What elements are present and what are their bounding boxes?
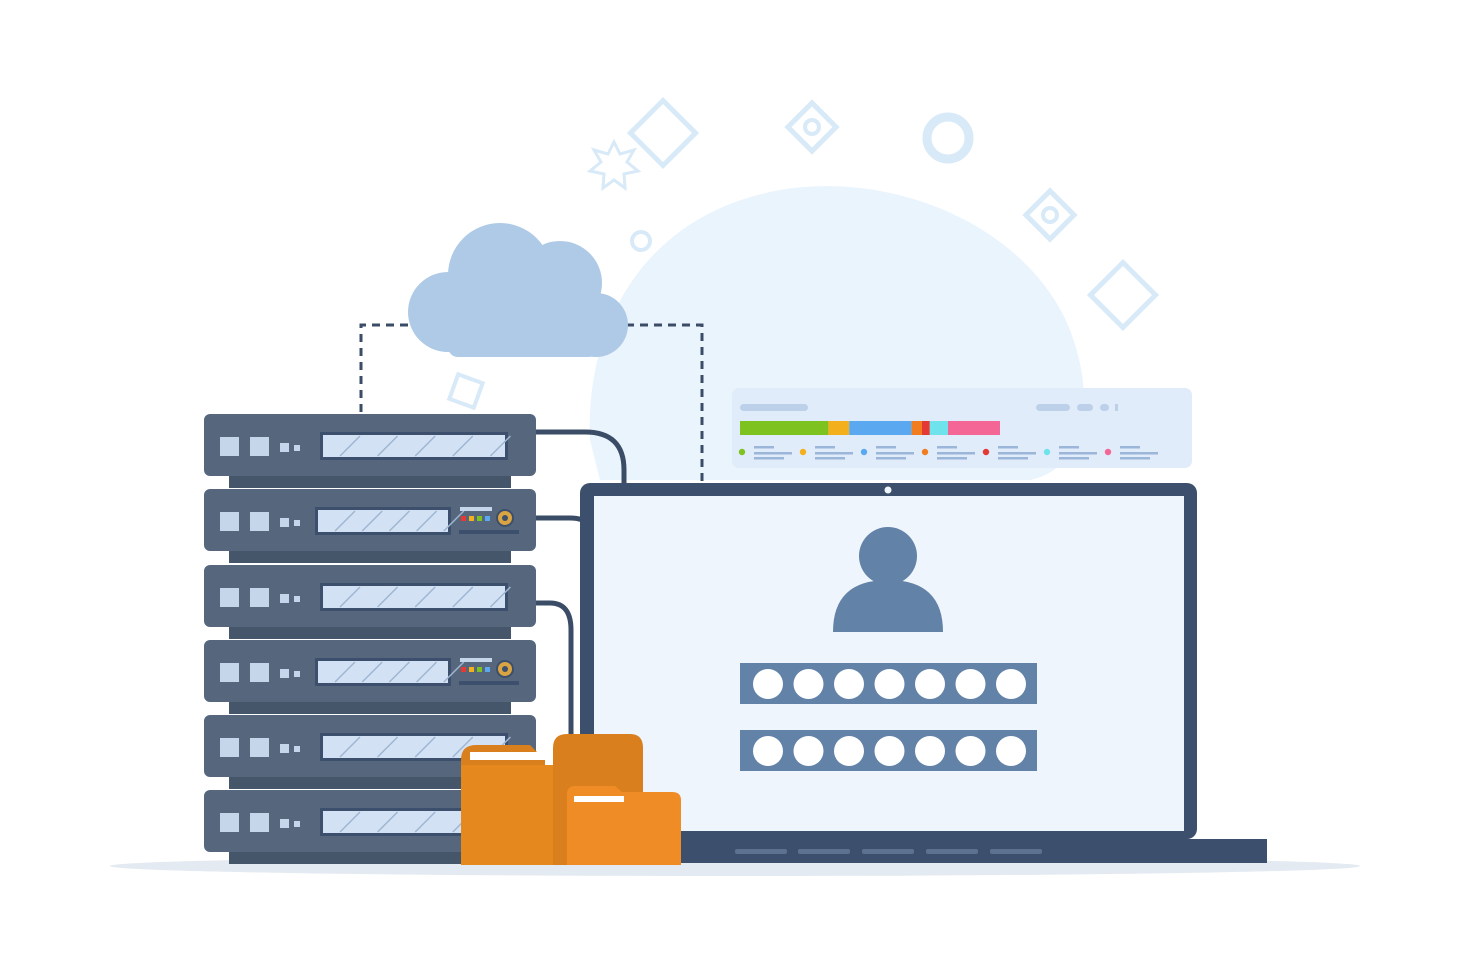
- server-unit: [204, 790, 536, 864]
- panel-title-placeholder: [740, 404, 808, 411]
- mask-dot: [834, 736, 864, 766]
- server-unit: [204, 414, 536, 488]
- usage-bar-segment-7: [948, 421, 1000, 435]
- ring-shape-1: [922, 112, 974, 164]
- legend-item: [921, 446, 975, 460]
- mask-dot: [996, 736, 1026, 766]
- usage-bar-segment-6: [929, 421, 948, 435]
- dashboard-panel: [732, 388, 1192, 468]
- usage-bar-segment-2: [828, 421, 850, 435]
- webcam: [884, 486, 892, 494]
- user-avatar-icon: [833, 527, 943, 632]
- diamond-target-shape-1: [784, 99, 840, 155]
- mask-dot: [874, 669, 905, 699]
- server-unit: [204, 489, 536, 563]
- usage-legend: [738, 446, 1158, 460]
- starburst-shape: [586, 138, 642, 192]
- diamond-shape-3: [446, 371, 486, 411]
- mask-dot: [834, 669, 864, 699]
- mask-dot: [915, 736, 945, 766]
- cloud-icon: [408, 223, 628, 357]
- keyboard-slots: [735, 849, 1042, 854]
- legend-item: [799, 446, 853, 460]
- folder-icon: [461, 734, 681, 865]
- legend-item: [738, 446, 792, 460]
- mask-dot: [996, 669, 1026, 699]
- usage-bar-segment-3: [849, 421, 912, 435]
- mask-dot: [874, 736, 905, 766]
- mask-dot: [955, 736, 986, 766]
- mask-dot: [793, 669, 824, 699]
- server-unit: [204, 640, 536, 714]
- usage-bar-segment-1: [740, 421, 829, 435]
- legend-item: [982, 446, 1036, 460]
- usage-bar-segment-4: [911, 421, 922, 435]
- diamond-shape-2: [1086, 258, 1160, 332]
- mask-dot: [793, 736, 824, 766]
- laptop: [580, 483, 1267, 863]
- legend-item: [860, 446, 914, 460]
- server-unit: [204, 565, 536, 639]
- cloud-connectors: [359, 323, 704, 488]
- username-field[interactable]: [740, 663, 1037, 704]
- legend-item: [1104, 446, 1158, 460]
- mask-dot: [753, 736, 783, 766]
- diamond-shape-1: [626, 96, 700, 170]
- server-unit: [204, 715, 536, 789]
- mask-dot: [753, 669, 783, 699]
- mask-dot: [915, 669, 945, 699]
- diamond-target-shape-2: [1022, 187, 1078, 243]
- password-field[interactable]: [740, 730, 1037, 771]
- usage-bar-segment-5: [922, 421, 930, 435]
- server-rack-icon: [204, 414, 536, 864]
- legend-item: [1043, 446, 1097, 460]
- ring-shape-2: [630, 230, 652, 252]
- usage-bar: [740, 421, 1000, 435]
- mask-dot: [955, 669, 986, 699]
